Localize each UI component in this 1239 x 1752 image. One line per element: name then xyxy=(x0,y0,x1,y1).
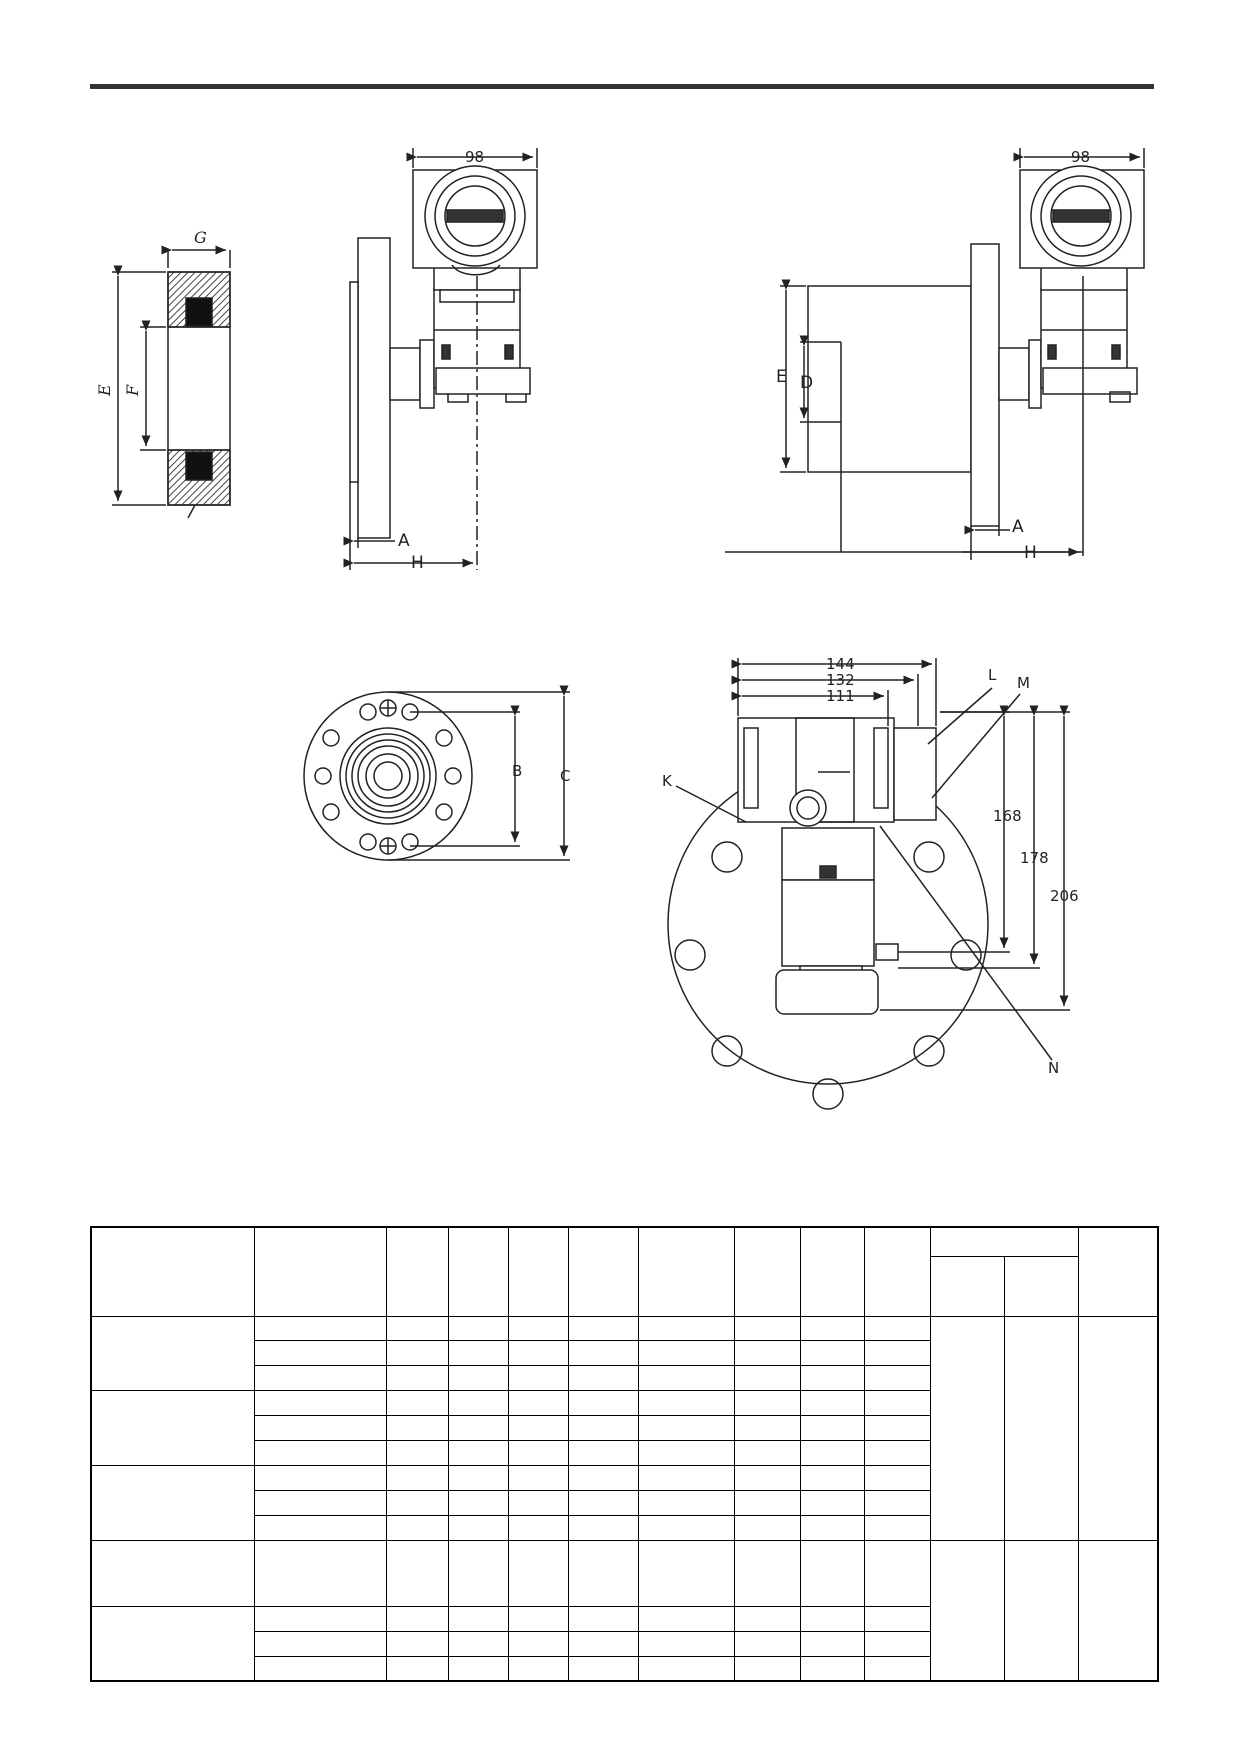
table-row-rule xyxy=(254,1515,930,1516)
side-left-label-a: A xyxy=(398,531,410,551)
table-row-rule xyxy=(254,1631,930,1632)
side-right-label-e: E xyxy=(776,367,787,387)
table-group-rule xyxy=(92,1390,930,1391)
dimension-table xyxy=(90,1226,1159,1682)
table-header-subrule xyxy=(930,1256,1078,1257)
top-view-dim-132: 132 xyxy=(826,671,855,689)
flange-label-c: C xyxy=(560,767,570,785)
side-right-label-d: D xyxy=(800,373,813,393)
table-row-rule xyxy=(254,1340,930,1341)
callout-l: L xyxy=(988,666,997,684)
top-view-dim-178: 178 xyxy=(1020,849,1049,867)
flange-label-b: B xyxy=(512,762,522,780)
side-left-label-h: H xyxy=(411,553,424,573)
gasket-label-e: E xyxy=(95,384,114,397)
side-right-label-h: H xyxy=(1024,543,1037,563)
flange-front-view xyxy=(303,685,570,861)
gasket-label-f: F xyxy=(123,384,142,397)
table-col-divider xyxy=(1004,1256,1005,1680)
table-col-divider xyxy=(254,1228,255,1680)
table-col-divider xyxy=(568,1228,569,1680)
table-col-divider xyxy=(864,1228,865,1680)
gasket-label-g: G xyxy=(194,228,207,247)
table-row-rule xyxy=(254,1365,930,1366)
table-col-divider xyxy=(508,1228,509,1680)
top-view-dim-168: 168 xyxy=(993,807,1022,825)
side-right-width-98: 98 xyxy=(1071,148,1090,166)
top-view-dim-111: 111 xyxy=(826,687,855,705)
table-row-rule xyxy=(254,1490,930,1491)
callout-k: K xyxy=(662,772,673,790)
top-view-large-flange xyxy=(667,658,1070,1110)
table-col-divider xyxy=(448,1228,449,1680)
callout-n: N xyxy=(1048,1059,1059,1077)
table-group-rule xyxy=(92,1465,930,1466)
table-col-divider xyxy=(386,1228,387,1680)
side-view-flush xyxy=(343,148,538,570)
table-col-divider xyxy=(1078,1228,1079,1680)
table-col-divider xyxy=(638,1228,639,1680)
table-row-rule xyxy=(254,1440,930,1441)
top-view-dim-206: 206 xyxy=(1050,887,1079,905)
table-group-rule xyxy=(92,1540,1157,1541)
table-row-rule xyxy=(254,1415,930,1416)
table-header-rule xyxy=(92,1316,1157,1317)
side-right-label-a: A xyxy=(1012,517,1024,537)
callout-m: M xyxy=(1017,674,1030,692)
table-group-rule xyxy=(92,1606,930,1607)
side-left-width-98: 98 xyxy=(465,148,484,166)
table-col-divider xyxy=(734,1228,735,1680)
table-col-divider xyxy=(800,1228,801,1680)
dimension-drawings: G E F 98 A H xyxy=(95,148,1145,1110)
side-view-extended xyxy=(725,148,1145,560)
table-row-rule xyxy=(254,1656,930,1657)
table-col-divider xyxy=(930,1228,931,1680)
gasket-section-view xyxy=(112,245,231,519)
top-view-dim-144: 144 xyxy=(826,655,855,673)
header-rule xyxy=(90,84,1154,89)
